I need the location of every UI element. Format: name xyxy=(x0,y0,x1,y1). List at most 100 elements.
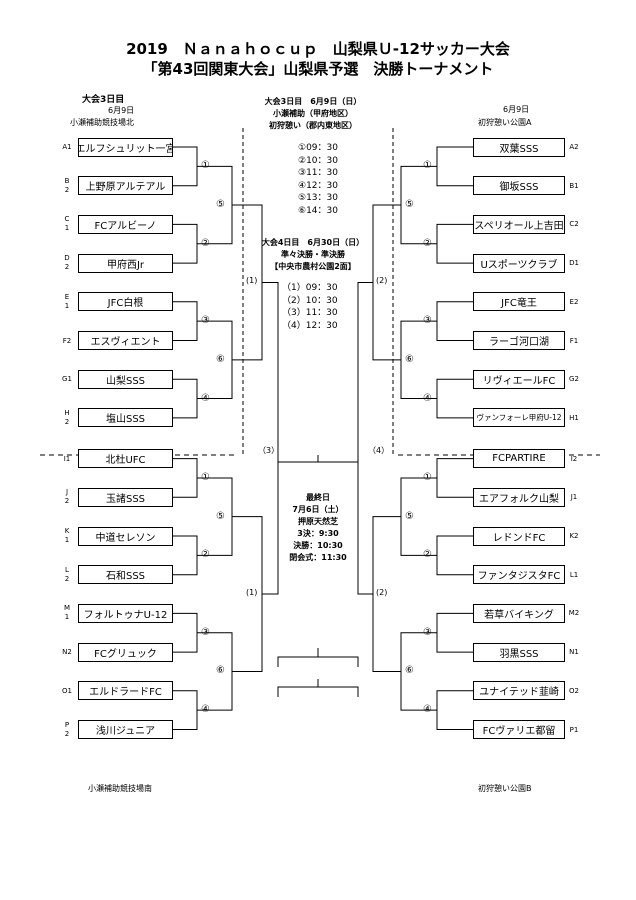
right-r1-bracket xyxy=(436,458,473,498)
left-r1-bracket xyxy=(173,301,198,341)
right-r1-bracket xyxy=(436,535,473,576)
right-team-4: Uスポーツクラブ xyxy=(473,253,565,273)
day3-venue-1: 小瀬補助（甲府地区） xyxy=(273,109,353,118)
right-team-code-8: H1 xyxy=(569,413,579,422)
left-team-code-6: F2 xyxy=(62,336,72,345)
right-r1-bracket xyxy=(436,612,473,653)
right-r3-label: (2) xyxy=(376,588,388,598)
left-team-code-9: I1 xyxy=(63,454,71,463)
left-r2-bracket xyxy=(197,632,233,711)
left-r2-bracket xyxy=(197,477,233,556)
right-team-code-16: P1 xyxy=(569,725,579,734)
right-team-10: エアフォルク山梨 xyxy=(473,487,565,507)
day4-round: 準々決勝・準決勝 xyxy=(281,250,345,259)
right-team-16: FCヴァリエ都留 xyxy=(473,720,565,739)
right-r1-bracket xyxy=(436,378,473,419)
left-r1-label: ① xyxy=(201,471,210,483)
right-team-code-11: K2 xyxy=(569,532,579,540)
title-line-1: 2019 Ｎａｎａｈｏｃｕｐ 山梨県Ｕ-12サッカー大会 xyxy=(126,40,510,58)
left-r1-label: ① xyxy=(201,160,210,172)
left-team-4: 甲府西Jr xyxy=(78,253,173,273)
right-r4-label: （4） xyxy=(368,446,390,455)
schedule-time: ③11：30 xyxy=(298,168,338,178)
left-date: 6月9日 xyxy=(108,106,135,115)
right-r2-label: ⑥ xyxy=(405,665,414,677)
right-team-1: 双葉SSS xyxy=(473,137,565,157)
right-team-code-10: J1 xyxy=(570,493,578,502)
right-top-venue: 初狩憩い公園A xyxy=(478,118,532,127)
right-team-code-7: G2 xyxy=(569,375,579,384)
left-r2-label: ⑥ xyxy=(216,353,225,365)
right-team-15: ユナイテッド韮崎 xyxy=(473,681,565,701)
left-top-venue: 小瀬補助競技場北 xyxy=(70,118,134,127)
right-r1-label: ② xyxy=(423,549,432,561)
day4-heading: 大会4日目 6月30日（日） xyxy=(261,238,365,247)
left-r2-label: ⑥ xyxy=(216,665,225,677)
left-r1-label: ③ xyxy=(201,315,210,327)
schedule-time: ⑤13：30 xyxy=(298,193,338,203)
schedule-time: （4）12：30 xyxy=(282,320,338,331)
left-r4-label: （3） xyxy=(258,446,280,455)
right-team-12: ファンタジスタFC xyxy=(473,565,565,585)
day3-heading: 大会3日目 6月9日（日） xyxy=(264,97,362,106)
right-r1-label: ② xyxy=(423,237,432,249)
day3-venue-2: 初狩憩い（郡内東地区） xyxy=(269,121,357,130)
left-team-13: フォルトゥナU-12 xyxy=(78,603,173,623)
schedule-time: ②10：30 xyxy=(298,155,338,166)
left-team-code-15: O1 xyxy=(62,686,72,695)
left-team-code-14: N2 xyxy=(62,648,72,657)
right-team-code-4: D1 xyxy=(569,259,579,268)
right-r1-label: ④ xyxy=(423,704,432,716)
third-place-time: 3決：9:30 xyxy=(297,529,339,538)
right-team-5: JFC竜王 xyxy=(473,292,565,312)
left-r1-bracket xyxy=(173,690,198,730)
left-r3-label: (1) xyxy=(246,276,258,286)
right-r1-label: ③ xyxy=(423,315,432,327)
right-r1-bracket xyxy=(436,690,473,730)
left-semifinal-bracket xyxy=(262,281,279,595)
left-r1-label: ④ xyxy=(201,704,210,716)
left-bottom-venue: 小瀬補助競技場南 xyxy=(88,784,152,793)
left-r1-bracket xyxy=(173,378,198,419)
left-team-8: 塩山SSS xyxy=(78,408,173,428)
schedule-time: （2）10：30 xyxy=(282,295,338,306)
right-team-8: ヴァンフォーレ甲府U-12 xyxy=(473,408,565,428)
right-semifinal-bracket xyxy=(357,281,373,595)
right-team-code-14: N1 xyxy=(569,648,579,657)
right-team-7: リヴィエールFC xyxy=(473,369,565,389)
schedule-time: ④12：30 xyxy=(298,180,338,191)
right-r1-label: ① xyxy=(423,160,432,172)
schedule-time: （1）09：30 xyxy=(282,283,338,293)
left-r1-bracket xyxy=(173,223,198,264)
left-team-1: エルフシュリット一宮 xyxy=(78,137,173,157)
left-r1-label: ④ xyxy=(201,392,210,404)
right-r2-label: ⑥ xyxy=(405,353,414,365)
left-r2-label: ⑤ xyxy=(216,199,225,211)
right-team-code-6: F1 xyxy=(569,336,579,345)
left-r1-label: ② xyxy=(201,549,210,561)
right-r3-label: (2) xyxy=(376,276,388,286)
schedule-time: （3）11：30 xyxy=(282,308,338,318)
left-r1-label: ③ xyxy=(201,626,210,638)
third-place-bracket xyxy=(277,656,359,667)
schedule-time: ①09：30 xyxy=(298,143,338,153)
left-team-9: 北杜UFC xyxy=(78,449,173,469)
left-r1-label: ② xyxy=(201,237,210,249)
right-r1-label: ① xyxy=(423,471,432,483)
right-r1-bracket xyxy=(436,223,473,264)
right-r1-bracket xyxy=(436,146,473,187)
right-team-9: FCPARTIRE xyxy=(473,449,565,469)
left-r1-bracket xyxy=(173,458,198,498)
right-date: 6月9日 xyxy=(503,105,530,114)
left-r1-bracket xyxy=(173,535,198,576)
left-team-12: 石和SSS xyxy=(78,565,173,585)
left-team-7: 山梨SSS xyxy=(78,369,173,389)
